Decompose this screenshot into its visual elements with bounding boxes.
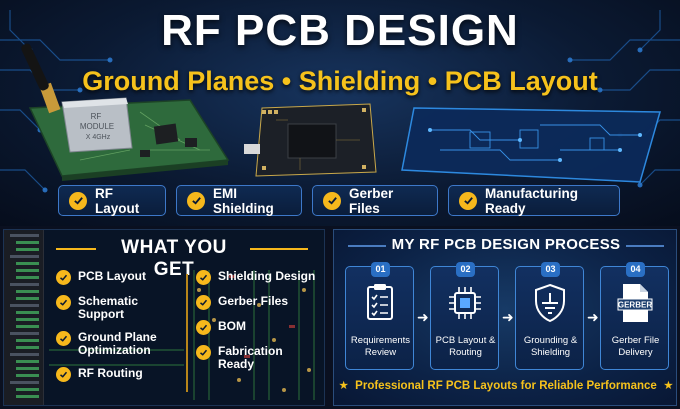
feature-label: RF Layout (95, 185, 140, 216)
gerber-tag: GERBER (618, 301, 652, 310)
step-label: Gerber File Delivery (611, 335, 660, 358)
deliverable-item: Ground Plane Optimization (56, 331, 184, 357)
arrow-right-icon: ➜ (502, 309, 514, 325)
tagline-text: Professional RF PCB Layouts for Reliable… (355, 380, 657, 392)
process-title: MY RF PCB DESIGN PROCESS (391, 236, 621, 253)
deliverable-label: Shielding Design (218, 269, 316, 283)
arrow-right-icon: ➜ (587, 309, 599, 325)
banner-subtitle: Ground Planes • Shielding • PCB Layout (82, 66, 598, 96)
process-steps: 01 Requirements Review ➜ 02 PCB Layout &… (345, 262, 669, 372)
design-process-panel: MY RF PCB DESIGN PROCESS 01 Requirements… (333, 229, 677, 406)
feature-label: EMI Shielding (213, 185, 274, 216)
arrow-right-icon: ➜ (417, 309, 429, 325)
star-icon: ★ (663, 380, 674, 392)
check-icon (69, 191, 87, 210)
deliverable-item: RF Routing (56, 367, 184, 382)
step-label: Requirements Review (350, 335, 411, 358)
process-tagline: ★ Professional RF PCB Layouts for Reliab… (334, 378, 676, 392)
feature-badges: RF Layout EMI Shielding Gerber Files Man… (58, 185, 628, 217)
check-icon (56, 295, 71, 310)
step-number: 01 (371, 262, 390, 277)
ground-symbol-icon (535, 283, 565, 323)
layer-sidebar (4, 230, 44, 405)
hero-banner: RF PCB DESIGN Ground Planes • Shielding … (0, 0, 680, 226)
check-icon (196, 295, 211, 310)
deliverable-label: PCB Layout (78, 269, 147, 283)
dark-pcb-board (244, 103, 377, 177)
deliverable-item: Schematic Support (56, 295, 184, 321)
deliverable-item: BOM (196, 320, 322, 335)
step-number: 04 (626, 262, 645, 277)
module-label-3: X 4GHz (86, 134, 111, 141)
deliverables-right: Shielding Design Gerber Files BOM Fabric… (196, 270, 322, 381)
rf-module-board: RF MODULE X 4GHz (21, 43, 230, 181)
module-label-2: MODULE (80, 122, 114, 131)
column-divider (186, 274, 188, 392)
check-icon (323, 191, 341, 210)
check-icon (56, 270, 71, 285)
deliverable-label: RF Routing (78, 366, 143, 380)
feature-label: Manufacturing Ready (485, 185, 578, 216)
deliverable-label: Ground Plane Optimization (78, 330, 157, 357)
step-label: Grounding & Shielding (523, 335, 578, 358)
deliverable-item: PCB Layout (56, 270, 184, 285)
check-icon (196, 345, 211, 360)
deliverable-item: Shielding Design (196, 270, 322, 285)
process-step: 03 Grounding & Shielding (515, 262, 584, 370)
chip-icon (449, 287, 481, 319)
check-icon (196, 320, 211, 335)
pcb-illustration: RF MODULE X 4GHz (21, 43, 661, 183)
check-icon (56, 331, 71, 346)
step-number: 03 (541, 262, 560, 277)
deliverable-label: Gerber Files (218, 294, 289, 308)
deliverable-label: Fabrication Ready (218, 344, 283, 371)
feature-badge: RF Layout (58, 185, 166, 216)
deliverables-left: PCB Layout Schematic Support Ground Plan… (56, 270, 184, 392)
check-icon (187, 191, 205, 210)
step-number: 02 (456, 262, 475, 277)
feature-label: Gerber Files (349, 185, 394, 216)
deliverable-label: Schematic Support (78, 294, 139, 321)
banner-title: RF PCB DESIGN (161, 6, 519, 55)
feature-badge: Manufacturing Ready (448, 185, 620, 216)
check-icon (459, 191, 477, 210)
module-label-1: RF (91, 112, 102, 121)
feature-badge: EMI Shielding (176, 185, 302, 216)
process-step: 02 PCB Layout & Routing (430, 262, 499, 370)
deliverable-label: BOM (218, 319, 246, 333)
what-you-get-panel: WHAT YOU GET PCB Layout Schematic Suppor… (3, 229, 325, 406)
step-label: PCB Layout & Routing (435, 335, 496, 358)
process-step: 01 Requirements Review (345, 262, 414, 370)
clipboard-checklist-icon (367, 284, 393, 320)
deliverable-item: Gerber Files (196, 295, 322, 310)
star-icon: ★ (338, 380, 349, 392)
feature-badge: Gerber Files (312, 185, 438, 216)
deliverable-item: Fabrication Ready (196, 345, 322, 371)
blueprint-pcb-board (401, 107, 661, 183)
process-step: 04 GERBER Gerber File Delivery (600, 262, 669, 370)
check-icon (196, 270, 211, 285)
what-you-get-title: WHAT YOU GET (121, 237, 227, 280)
gerber-file-icon: GERBER (617, 284, 653, 322)
check-icon (56, 367, 71, 382)
